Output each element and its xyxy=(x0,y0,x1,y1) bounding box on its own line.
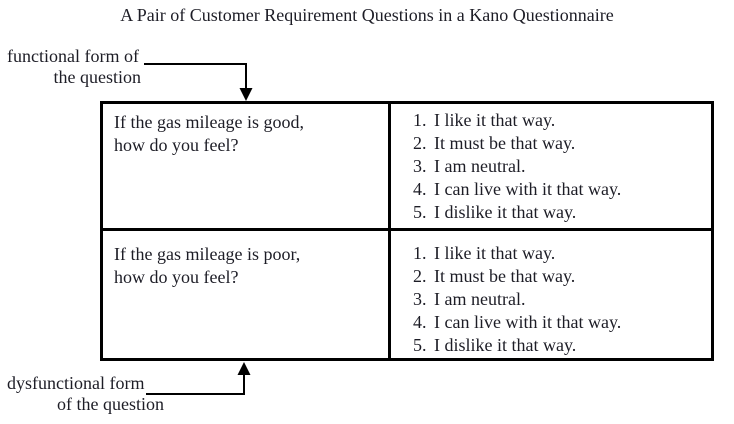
column-divider xyxy=(388,104,391,358)
answer-options-dysfunctional: 1. I like it that way. 2. It must be that … xyxy=(413,242,621,357)
option-text: It must be that way. xyxy=(434,133,576,153)
option-row: 2. It must be that way. xyxy=(413,132,621,155)
option-text: I can live with it that way. xyxy=(434,312,622,332)
option-row: 4. I can live with it that way. xyxy=(413,311,621,334)
figure-title: A Pair of Customer Requirement Questions… xyxy=(120,5,614,25)
functional-form-label: functional form of the question xyxy=(7,46,149,88)
option-number: 5. xyxy=(413,202,427,222)
option-number: 2. xyxy=(413,266,427,286)
functional-form-label-line2: the question xyxy=(53,67,142,87)
dysfunctional-form-label-line1: dysfunctional form xyxy=(7,373,145,393)
option-text: I am neutral. xyxy=(434,289,526,309)
dysfunctional-form-label: dysfunctional form of the question xyxy=(7,373,172,415)
kano-table: If the gas mileage is good, how do you f… xyxy=(100,101,714,361)
option-row: 5. I dislike it that way. xyxy=(413,201,621,224)
functional-form-label-line1: functional form of xyxy=(7,46,139,66)
option-text: I like it that way. xyxy=(434,243,556,263)
option-text: I dislike it that way. xyxy=(434,335,577,355)
option-number: 1. xyxy=(413,243,427,263)
option-row: 5. I dislike it that way. xyxy=(413,334,621,357)
question-cell-functional: If the gas mileage is good, how do you f… xyxy=(114,111,304,157)
option-row: 3. I am neutral. xyxy=(413,288,621,311)
option-number: 4. xyxy=(413,312,427,332)
question-cell-dysfunctional: If the gas mileage is poor, how do you f… xyxy=(114,243,300,289)
option-number: 1. xyxy=(413,110,427,130)
option-text: I am neutral. xyxy=(434,156,526,176)
functional-arrow xyxy=(144,63,253,101)
option-text: I like it that way. xyxy=(434,110,556,130)
answer-options-functional: 1. I like it that way. 2. It must be that … xyxy=(413,109,621,224)
option-row: 1. I like it that way. xyxy=(413,109,621,132)
option-row: 2. It must be that way. xyxy=(413,265,621,288)
option-text: It must be that way. xyxy=(434,266,576,286)
option-text: I can live with it that way. xyxy=(434,179,622,199)
option-number: 3. xyxy=(413,289,427,309)
option-number: 5. xyxy=(413,335,427,355)
option-number: 2. xyxy=(413,133,427,153)
question-dysfunctional-line1: If the gas mileage is poor, xyxy=(114,244,301,264)
option-row: 4. I can live with it that way. xyxy=(413,178,621,201)
option-number: 3. xyxy=(413,156,427,176)
question-functional-line1: If the gas mileage is good, xyxy=(114,112,304,132)
question-functional-line2: how do you feel? xyxy=(114,135,239,155)
question-dysfunctional-line2: how do you feel? xyxy=(114,267,239,287)
row-divider xyxy=(103,228,711,231)
option-number: 4. xyxy=(413,179,427,199)
option-text: I dislike it that way. xyxy=(434,202,577,222)
option-row: 3. I am neutral. xyxy=(413,155,621,178)
dysfunctional-form-label-line2: of the question xyxy=(57,394,164,414)
option-row: 1. I like it that way. xyxy=(413,242,621,265)
